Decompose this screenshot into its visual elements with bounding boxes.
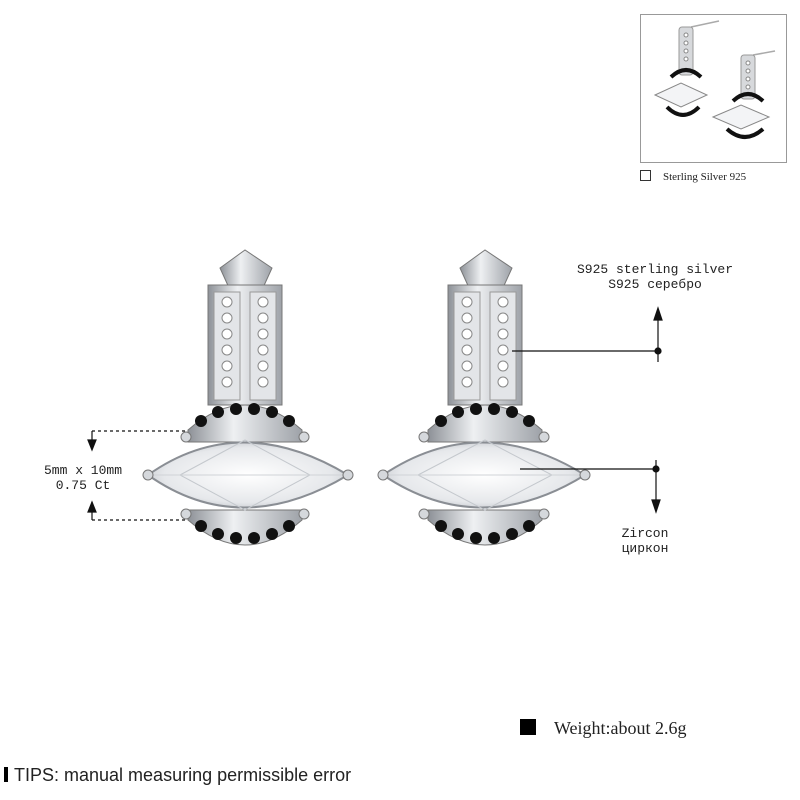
zircon-pointer-line <box>520 460 661 514</box>
checkbox-icon[interactable] <box>640 170 651 181</box>
tips-text: TIPS: manual measuring permissible error <box>14 765 352 785</box>
metal-label-line1: S925 sterling silver <box>576 262 734 277</box>
square-bullet-icon <box>520 719 536 735</box>
earring-left <box>142 249 354 546</box>
metal-label-line2: S925 серебро <box>608 277 702 292</box>
metal-label: S925 sterling silver S925 серебро <box>565 262 745 292</box>
size-label-line1: 5mm x 10mm <box>43 463 122 478</box>
tips-note: TIPS: manual measuring permissible error <box>4 765 351 786</box>
weight-text: Weight:about 2.6g <box>554 718 687 738</box>
stone-label: Zircon циркон <box>610 526 680 556</box>
size-label: 5mm x 10mm 0.75 Ct <box>28 463 138 493</box>
earring-pair-thumbnail-image <box>653 20 776 139</box>
stone-label-line1: Zircon <box>621 526 669 541</box>
weight-info: Weight:about 2.6g <box>520 718 687 739</box>
stone-label-line2: циркон <box>621 541 669 556</box>
bar-bullet-icon <box>4 767 8 782</box>
product-thumbnail[interactable] <box>640 14 787 163</box>
size-label-line2: 0.75 Ct <box>55 478 111 493</box>
size-dimension-lines <box>87 430 186 521</box>
thumbnail-earring-right <box>711 50 776 139</box>
metal-pointer-line <box>512 306 663 362</box>
thumbnail-caption: Sterling Silver 925 <box>640 170 746 183</box>
thumbnail-earring-left <box>653 20 720 117</box>
thumbnail-caption-text: Sterling Silver 925 <box>663 171 747 183</box>
earring-right <box>377 249 591 546</box>
